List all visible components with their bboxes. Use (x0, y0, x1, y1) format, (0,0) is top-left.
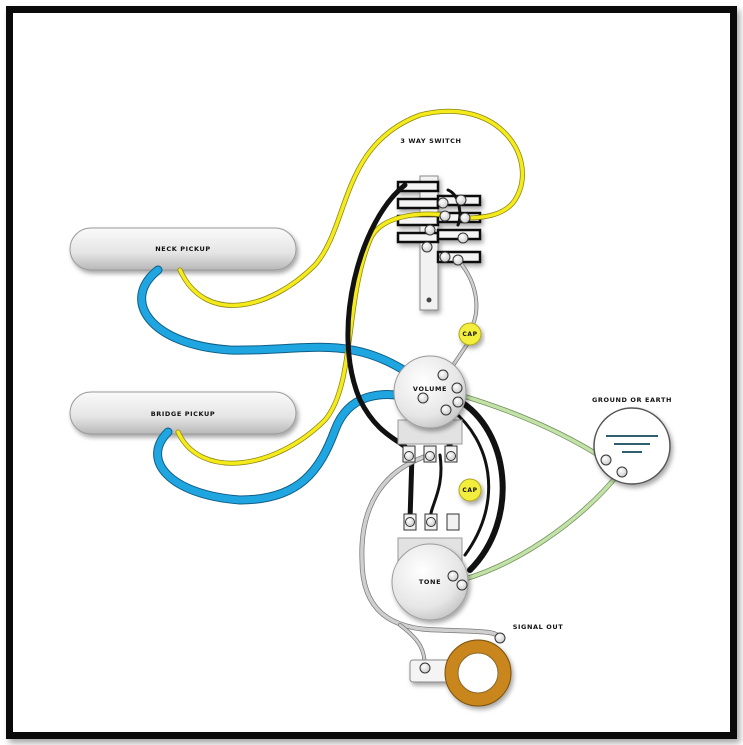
wires (137, 108, 623, 670)
solder-lugs (404, 194, 628, 674)
three-way-switch (396, 175, 482, 311)
signal-out-label: SIGNAL OUT (513, 623, 564, 631)
neck-pickup (69, 227, 297, 271)
volume-label: VOLUME (413, 385, 447, 393)
cap-1-label: CAP (462, 331, 477, 338)
ground-symbol (593, 407, 671, 485)
volume-pot (393, 355, 467, 463)
diagram-frame (6, 6, 737, 739)
ground-label: GROUND OR EARTH (592, 396, 672, 404)
switch-label: 3 WAY SWITCH (400, 137, 461, 145)
tone-label: TONE (419, 578, 441, 586)
neck-pickup-label: NECK PICKUP (155, 245, 210, 253)
cap-2 (458, 478, 482, 502)
tone-pot (391, 513, 469, 621)
bridge-pickup (69, 391, 297, 435)
bridge-pickup-label: BRIDGE PICKUP (151, 410, 216, 418)
cap-1 (458, 322, 482, 346)
cap-2-label: CAP (462, 487, 477, 494)
